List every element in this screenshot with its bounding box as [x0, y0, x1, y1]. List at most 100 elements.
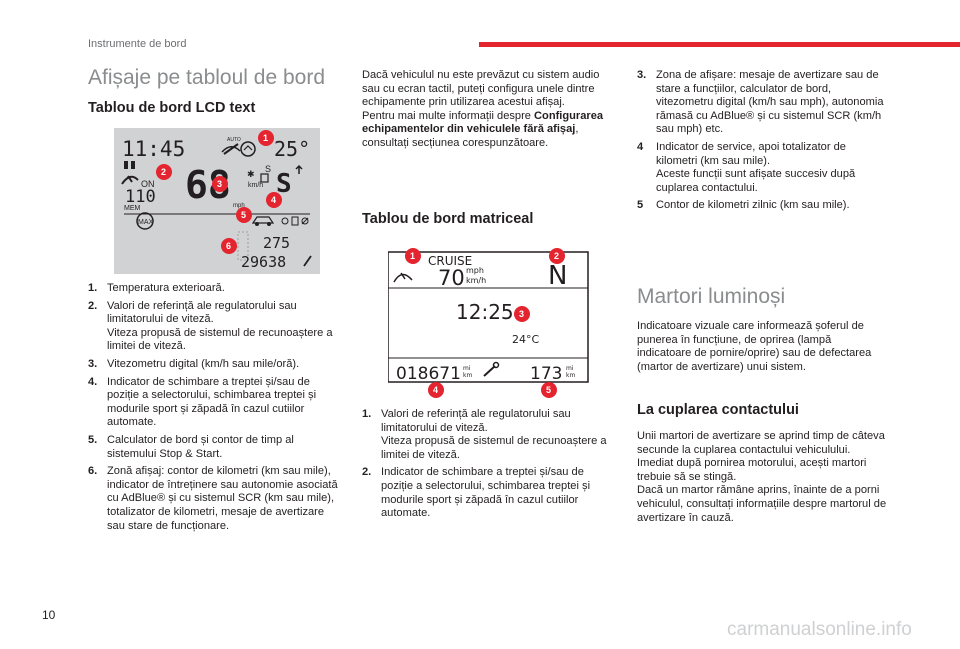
- matrix-gear: N: [548, 261, 567, 291]
- matrix-unit-bottom: km/h: [466, 276, 486, 285]
- speed-limit-lcd-icon: [240, 141, 256, 157]
- intro-paragraph: Dacă vehiculul nu este prevăzut cu siste…: [362, 69, 600, 109]
- svg-text:5: 5: [241, 210, 246, 220]
- lcd-background: [114, 128, 320, 274]
- martori-title: Martori luminoși: [637, 285, 786, 308]
- matrix-time: 12:25: [456, 300, 514, 324]
- matrix-odo-unit-bottom: km: [463, 372, 472, 379]
- lcd-dashed-box: [237, 231, 249, 261]
- marker-3: 3: [212, 176, 228, 192]
- matrix-marker-5: 5: [541, 382, 557, 398]
- matrix-temp: 24°C: [512, 333, 539, 346]
- section-header: Instrumente de bord: [88, 38, 187, 50]
- lcd-legend-list: 1.Temperatura exterioară. 2.Valori de re…: [88, 282, 340, 537]
- svg-text:3: 3: [519, 309, 524, 319]
- snowflake-icon: ✱: [247, 169, 255, 179]
- matrix-subtitle: Tablou de bord matriceal: [362, 211, 534, 227]
- pause-bar-left: [124, 161, 128, 169]
- marker-4: 4: [266, 192, 282, 208]
- header-accent-bar: [479, 42, 960, 47]
- marker-5: 5: [236, 207, 252, 223]
- wrench-icon: [483, 361, 500, 377]
- matrix-marker-4: 4: [428, 382, 444, 398]
- status-icons: [281, 216, 309, 226]
- lcd-legend-item: 6.Zonă afișaj: contor de kilometri (km s…: [88, 465, 338, 532]
- lcd-gear-hint: S: [265, 164, 271, 174]
- svg-text:5: 5: [546, 385, 551, 395]
- matrix-display-illustration: CRUISE 70 mph km/h N 12:25 24°C 018671 m…: [387, 251, 589, 384]
- lcd-mph-label: mph: [233, 203, 245, 209]
- watermark: carmanualsonline.info: [727, 619, 912, 640]
- lcd-legend-item: 4.Indicator de schimbare a treptei și/sa…: [88, 375, 317, 429]
- page-number: 10: [42, 608, 56, 622]
- matrix-legend-item: 1.Valori de referință ale regulatorului …: [362, 408, 607, 461]
- svg-text:2: 2: [161, 167, 166, 177]
- svg-text:3: 3: [217, 179, 222, 189]
- marker-6: 6: [221, 238, 237, 254]
- martori-paragraph: Unii martori de avertizare se aprind tim…: [637, 430, 885, 456]
- marker-2: 2: [156, 164, 172, 180]
- martori-paragraph: Dacă un martor rămâne aprins, înainte de…: [637, 484, 887, 524]
- svg-text:4: 4: [433, 385, 438, 395]
- svg-text:✱: ✱: [247, 169, 255, 179]
- pause-bar-right: [131, 161, 135, 169]
- max-icon-circle: [136, 212, 154, 230]
- matrix-frame: [387, 251, 589, 383]
- col3-legend-item: 3.Zona de afișare: mesaje de avertizare …: [637, 69, 884, 136]
- speedometer-icon-matrix: [393, 272, 413, 283]
- matrix-trip: 173: [530, 364, 562, 384]
- lcd-temperature: 25°: [274, 137, 310, 161]
- lcd-legend-item: 1.Temperatura exterioară.: [88, 282, 225, 294]
- matrix-legend-item: 2.Indicator de schimbare a treptei și/sa…: [362, 466, 591, 520]
- lcd-auto-label: AUTO: [227, 137, 241, 143]
- shift-up-arrow-icon: [295, 164, 303, 174]
- martori-intro: Indicatoare vizuale care informează șofe…: [637, 320, 872, 373]
- col2-intro: Dacă vehiculul nu este prevăzut cu siste…: [362, 69, 617, 151]
- matrix-legend-list: 1.Valori de referință ale regulatorului …: [362, 408, 617, 525]
- svg-text:4: 4: [271, 195, 276, 205]
- col3-legend-list: 3.Zona de afișare: mesaje de avertizare …: [637, 69, 887, 217]
- lcd-gear: S: [276, 169, 292, 199]
- svg-text:1: 1: [410, 251, 415, 261]
- wiper-icon: [221, 143, 241, 155]
- page-title: Afișaje pe tabloul de bord: [88, 66, 325, 89]
- manual-mode-icon: [260, 173, 269, 183]
- lcd-max-label: MAX: [138, 219, 154, 226]
- matrix-speed: 70: [438, 266, 465, 290]
- lcd-legend-item: 5.Calculator de bord și contor de timp a…: [88, 433, 294, 460]
- matrix-unit-top: mph: [466, 266, 484, 275]
- lcd-on-label: ON: [141, 179, 155, 189]
- martori-subtitle: La cuplarea contactului: [637, 402, 799, 418]
- svg-text:2: 2: [554, 251, 559, 261]
- lcd-time: 11:45: [122, 137, 185, 161]
- matrix-cruise: CRUISE: [428, 254, 472, 268]
- matrix-marker-3: 3: [514, 306, 530, 322]
- matrix-trip-unit-bottom: km: [566, 372, 575, 379]
- matrix-trip-unit-top: mi: [566, 365, 574, 372]
- lcd-legend-item: 3.Vitezometru digital (km/h sau mile/oră…: [88, 357, 300, 370]
- martori-paragraph: Imediat după pornirea motorului, acești …: [637, 457, 867, 483]
- matrix-marker-1: 1: [405, 248, 421, 264]
- matrix-marker-2: 2: [549, 248, 565, 264]
- matrix-dashboard-figure: CRUISE 70 mph km/h N 12:25 24°C 018671 m…: [387, 246, 590, 398]
- matrix-odometer: 018671: [396, 364, 461, 384]
- lcd-legend-item: 2.Valori de referință ale regulatorului …: [88, 299, 333, 353]
- lcd-dashboard-figure: 11:45 AUTO 25° S ON 110 MEM MAX 68 km/h …: [114, 128, 320, 274]
- lcd-trip: 275: [263, 234, 290, 252]
- svg-text:1: 1: [263, 133, 268, 143]
- matrix-odo-unit-top: mi: [463, 365, 471, 372]
- svg-text:6: 6: [226, 241, 231, 251]
- marker-1: 1: [258, 130, 274, 146]
- lcd-odometer: 29638: [241, 253, 286, 271]
- speedometer-icon: [121, 175, 139, 185]
- lcd-speed-limit-value: 110: [125, 187, 156, 207]
- lcd-mem-label: MEM: [124, 205, 141, 212]
- config-reference-paragraph: Pentru mai multe informații despre Confi…: [362, 109, 604, 149]
- lcd-speed-unit: km/h: [248, 182, 263, 189]
- car-stop-start-icon: [251, 216, 275, 226]
- lcd-subtitle: Tablou de bord LCD text: [88, 100, 256, 116]
- martori-body: Unii martori de avertizare se aprind tim…: [637, 430, 887, 525]
- wrench-icon-lcd: [303, 255, 312, 267]
